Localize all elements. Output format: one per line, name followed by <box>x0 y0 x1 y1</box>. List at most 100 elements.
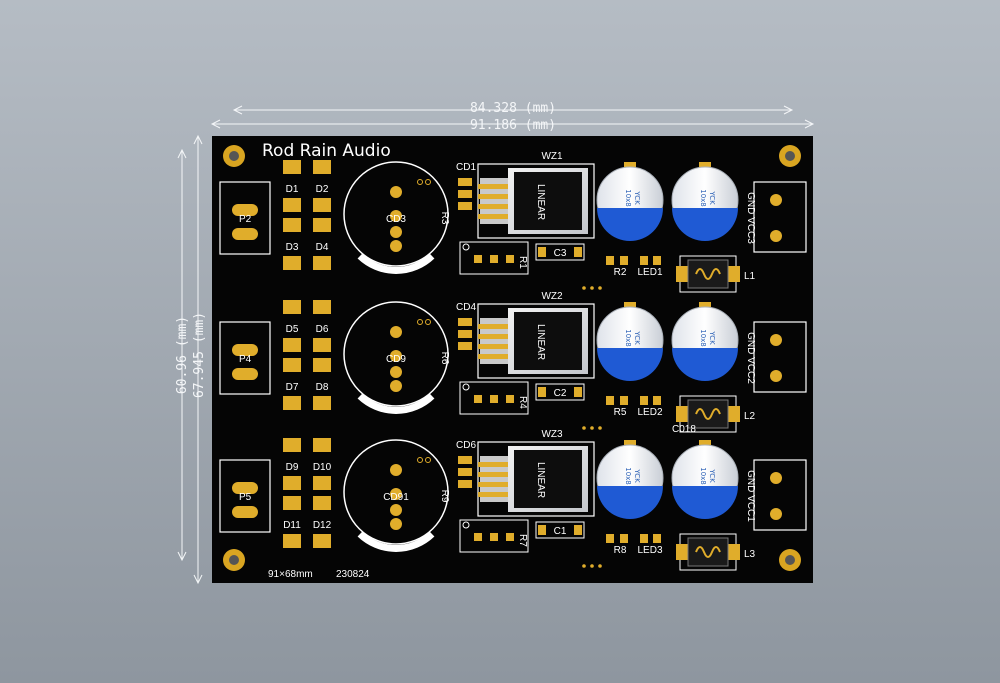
diode-pad <box>313 496 331 510</box>
capacitor-pad <box>624 162 636 170</box>
regulator-brand: LINEAR <box>535 462 546 498</box>
capacitor-polarity <box>597 208 663 241</box>
diode-pad <box>313 438 331 452</box>
diode-pad <box>313 338 331 352</box>
dimension-height-inner-label: 60.96 (mm) <box>175 316 190 394</box>
small-cap-label: CD6 <box>456 440 476 451</box>
pin1-marker <box>462 521 470 529</box>
capacitor-pad <box>624 440 636 448</box>
dimension-height-outer <box>193 134 203 585</box>
diode-pad <box>313 256 331 270</box>
big-cap-label: CD9 <box>386 354 406 365</box>
resistor-pad <box>506 395 514 403</box>
output-label: GND VCC1 <box>745 470 756 522</box>
big-cap-pad <box>390 186 402 198</box>
small-cap-label: CD4 <box>456 302 476 313</box>
big-cap-pad <box>390 226 402 238</box>
dimension-height-outer-label: 67.945 (mm) <box>192 312 207 398</box>
diode-pad <box>283 300 301 314</box>
diode-label: D3 <box>286 242 299 253</box>
connector-pad <box>232 506 258 518</box>
big-cap-polarity-band <box>357 253 435 274</box>
diode-pad <box>313 358 331 372</box>
diode-pad <box>283 338 301 352</box>
via <box>590 564 594 568</box>
regulator-chip <box>514 450 582 508</box>
big-cap-pad <box>390 464 402 476</box>
board-title: Rod Rain Audio <box>262 141 391 161</box>
cap-small-label: C3 <box>554 248 567 259</box>
connector-label: P4 <box>239 354 252 365</box>
big-cap-pad <box>390 240 402 252</box>
capacitor-value: 10x8 <box>699 329 707 347</box>
small-cap-pad <box>458 468 472 476</box>
capacitor-polarity <box>672 348 738 381</box>
connector-label: P2 <box>239 214 252 225</box>
small-cap-pad <box>458 330 472 338</box>
capacitor-brand: YCK <box>708 330 716 345</box>
big-cap-pad <box>390 518 402 530</box>
output-label: GND VCC2 <box>745 332 756 384</box>
resistor-pad <box>620 256 628 265</box>
diode-label: D10 <box>313 462 332 473</box>
small-resistor-label: R7 <box>517 534 528 547</box>
led-pad <box>640 256 648 265</box>
inductor-label: L1 <box>744 271 756 282</box>
diode-pad <box>283 396 301 410</box>
output-connector-outline <box>753 459 807 531</box>
mounting-hole-bottom-left <box>223 549 245 571</box>
inductor-pad <box>676 544 688 560</box>
dimension-width-inner <box>232 105 794 115</box>
capacitor-value: 10x8 <box>699 189 707 207</box>
via <box>417 319 423 325</box>
diode-label: D12 <box>313 520 332 531</box>
regulator-pin <box>478 344 510 349</box>
led-pad <box>640 534 648 543</box>
big-cap-pad <box>390 504 402 516</box>
big-cap-pad <box>390 326 402 338</box>
resistor-pad <box>474 395 482 403</box>
output-pad <box>770 194 782 206</box>
diode-pad <box>313 396 331 410</box>
capacitor-brand: YCK <box>708 190 716 205</box>
connector-label: P5 <box>239 492 252 503</box>
cap-outline <box>535 521 585 539</box>
resistor-pad <box>490 255 498 263</box>
via <box>417 457 423 463</box>
regulator-pin <box>478 472 510 477</box>
via <box>582 564 586 568</box>
small-cap-pad <box>458 318 472 326</box>
via <box>425 179 431 185</box>
diode-pad <box>283 198 301 212</box>
capacitor-brand: YCK <box>633 330 641 345</box>
big-cap-label: CD3 <box>386 214 406 225</box>
regulator-pin <box>478 482 510 487</box>
cap-pad <box>538 247 546 257</box>
led-resistor-label: R8 <box>614 545 627 556</box>
regulator-pin <box>478 334 510 339</box>
diode-pad <box>283 476 301 490</box>
connector-pad <box>232 482 258 494</box>
inductor-coil <box>695 546 721 558</box>
board-date-label: 230824 <box>336 569 370 580</box>
small-resistor-label: R4 <box>517 396 528 409</box>
regulator-pin <box>478 462 510 467</box>
via <box>598 286 602 290</box>
small-cap-pad <box>458 178 472 186</box>
diode-label: D1 <box>286 184 299 195</box>
dimension-width-inner-label: 84.328 (mm) <box>470 101 556 116</box>
capacitor-pad <box>699 440 711 448</box>
via <box>417 179 423 185</box>
resistor-outline <box>459 519 529 553</box>
big-cap-pad <box>390 350 402 362</box>
pin1-marker <box>462 243 470 251</box>
regulator-label: WZ3 <box>541 429 563 440</box>
resistor-outline <box>459 381 529 415</box>
